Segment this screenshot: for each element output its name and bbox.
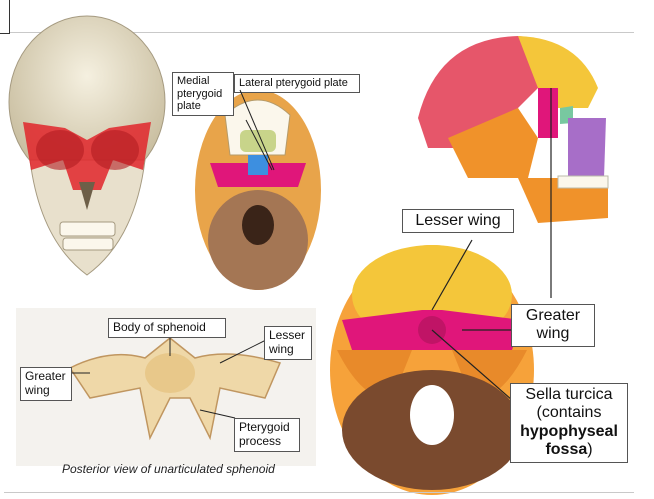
- label-body-of-sphenoid: Body of sphenoid: [108, 318, 226, 338]
- label-medial-line1: Medial: [177, 75, 210, 87]
- label-lesser-wing-left-line1: Lesser: [269, 328, 306, 342]
- nasal-cavity: [79, 182, 95, 210]
- foramen-magnum-top: [410, 385, 454, 445]
- sella-line1: Sella turcica: [525, 386, 613, 403]
- label-medial-line2: pterygoid: [177, 87, 223, 100]
- label-medial-line3: plate: [177, 100, 201, 113]
- label-pterygoid-process: Pterygoid process: [234, 418, 300, 452]
- label-greater-wing-left: Greater wing: [20, 367, 72, 401]
- maxilla-purple: [568, 118, 606, 178]
- pointer-pterygoid: [199, 409, 236, 419]
- left-orbit: [36, 130, 84, 170]
- anterior-skull-figure: [8, 15, 166, 276]
- sella-line3: hypophyseal: [520, 422, 618, 440]
- temporal-bone: [448, 108, 538, 178]
- sella-line2: (contains: [536, 404, 602, 422]
- label-greater-wing-right-line1: Greater: [525, 307, 581, 324]
- face-region: [29, 159, 146, 276]
- upper-teeth: [59, 221, 116, 237]
- vomer-blue: [248, 155, 268, 175]
- label-lateral-pterygoid: Lateral pterygoid plate: [234, 74, 360, 93]
- frontal-bone: [518, 36, 598, 108]
- label-pterygoid-line1: Pterygoid: [239, 420, 290, 434]
- pointer-lesser-wing: [431, 239, 473, 311]
- sella-line4-tail: ): [587, 441, 593, 459]
- label-pterygoid-line2: process: [239, 433, 282, 448]
- sphenoid-body: [145, 353, 195, 393]
- unarticulated-sphenoid-figure: [60, 328, 282, 441]
- right-orbit: [91, 130, 139, 170]
- lateral-skull-figure: [418, 36, 609, 298]
- label-lesser-wing-top: Lesser wing: [402, 209, 514, 234]
- sphenoid-lateral: [538, 88, 558, 138]
- figure-caption: Posterior view of unarticulated sphenoid: [62, 462, 275, 476]
- sella-line4: fossa: [545, 441, 588, 459]
- pointer-lines-pterygoid: [239, 89, 275, 171]
- parietal-bone: [418, 36, 558, 148]
- corner-frame: [0, 0, 10, 34]
- top-rule: [10, 32, 634, 33]
- label-lesser-wing-left: Lesser wing: [264, 326, 312, 360]
- pointer-sella: [431, 329, 513, 401]
- cranial-floor-figure: [330, 239, 534, 495]
- inferior-skull-figure: [195, 90, 321, 290]
- mandible: [518, 178, 608, 223]
- foramen-magnum: [242, 205, 274, 245]
- lower-teeth: [62, 237, 114, 251]
- pointer-lesser-left: [219, 337, 271, 364]
- palate-green: [240, 130, 276, 152]
- label-greater-wing-left-line1: Greater: [25, 369, 66, 383]
- label-medial-pterygoid: Medial pterygoid plate: [172, 72, 234, 116]
- label-greater-wing-right: Greater wing: [511, 304, 595, 347]
- bottom-rule: [4, 492, 634, 493]
- teeth-lateral: [557, 175, 609, 189]
- label-lesser-wing-left-line2: wing: [269, 341, 294, 356]
- label-sella-turcica: Sella turcica (contains hypophyseal foss…: [510, 383, 628, 463]
- label-greater-wing-left-line2: wing: [25, 382, 50, 397]
- label-greater-wing-right-line2: wing: [536, 325, 570, 343]
